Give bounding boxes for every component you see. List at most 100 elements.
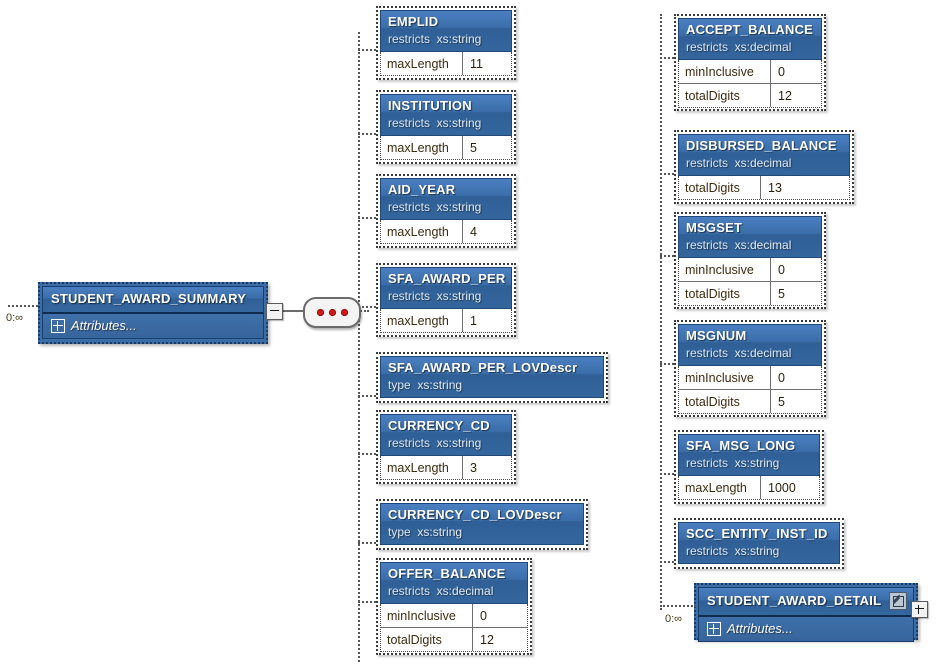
node-name: CURRENCY_CD <box>388 418 490 433</box>
node-type-name: xs:string <box>436 289 482 303</box>
facet-value: 0 <box>778 64 785 79</box>
facet-key: totalDigits <box>679 282 771 305</box>
node-type: restricts xs:string <box>388 31 505 47</box>
branch-connector <box>358 542 376 544</box>
node-relation: restricts <box>388 289 430 303</box>
node-type: restricts xs:decimal <box>686 39 815 55</box>
child-element-header: STUDENT_AWARD_DETAIL <box>698 587 914 617</box>
child-element-attributes-row[interactable]: Attributes... <box>698 617 914 642</box>
node-relation: restricts <box>686 156 728 170</box>
element-student-award-summary[interactable]: STUDENT_AWARD_SUMMARY Attributes... <box>38 282 268 344</box>
node-relation: type <box>388 378 411 392</box>
root-incoming-connector <box>8 305 38 307</box>
facet-value: 5 <box>778 394 785 409</box>
node-type: restricts xs:string <box>388 199 505 215</box>
node-header: CURRENCY_CD restricts xs:string <box>380 414 512 456</box>
node-name: MSGNUM <box>686 328 747 343</box>
facet-value: 1 <box>470 313 477 328</box>
node-header: MSGNUM restricts xs:decimal <box>678 324 822 366</box>
node-relation: restricts <box>388 436 430 450</box>
node-type-name: xs:string <box>436 32 482 46</box>
node-relation: restricts <box>686 346 728 360</box>
element-attributes-row[interactable]: Attributes... <box>42 314 264 339</box>
node-type: restricts xs:string <box>388 115 505 131</box>
child-element-name: STUDENT_AWARD_DETAIL <box>707 593 882 608</box>
node-type: restricts xs:string <box>388 435 505 451</box>
facet-value: 12 <box>778 88 792 103</box>
branch-connector <box>358 453 376 455</box>
node-type-name: xs:decimal <box>734 238 792 252</box>
node-type-name: xs:string <box>436 200 482 214</box>
node-type-name: xs:decimal <box>734 156 792 170</box>
node-type-name: xs:string <box>417 525 463 539</box>
branch-connector <box>660 255 674 257</box>
expand-plus-icon[interactable] <box>911 601 928 618</box>
external-reference-icon[interactable] <box>889 592 907 610</box>
sequence-dot <box>340 309 348 316</box>
branch-connector <box>358 133 376 135</box>
node-type-name: xs:string <box>436 436 482 450</box>
plus-box-icon[interactable] <box>707 621 721 636</box>
element-student-award-detail[interactable]: STUDENT_AWARD_DETAIL Attributes... <box>694 583 918 642</box>
node-type-name: xs:string <box>734 544 780 558</box>
child-incoming-connector <box>660 605 696 607</box>
branch-connector <box>660 173 674 175</box>
node-name: OFFER_BALANCE <box>388 566 506 581</box>
sequence-compositor[interactable] <box>303 297 361 328</box>
node-name: SFA_AWARD_PER_LOVDescr <box>388 360 578 375</box>
facet-value: 13 <box>768 180 782 195</box>
plus-box-icon[interactable] <box>51 318 65 333</box>
branch-connector <box>660 363 674 365</box>
root-to-sequence-connector <box>280 310 304 312</box>
branch-connector <box>358 49 376 51</box>
facet-key: totalDigits <box>679 176 761 199</box>
node-relation: restricts <box>388 200 430 214</box>
node-type: restricts xs:string <box>686 543 833 559</box>
collapse-minus-icon[interactable] <box>266 303 283 320</box>
node-type-name: xs:string <box>734 456 780 470</box>
node-relation: restricts <box>686 40 728 54</box>
node-header: SFA_AWARD_PER restricts xs:string <box>380 267 512 309</box>
facet-key: totalDigits <box>679 390 771 413</box>
facet-key: maxLength <box>381 220 463 243</box>
node-type-name: xs:decimal <box>734 40 792 54</box>
node-type: type xs:string <box>388 524 577 540</box>
node-type-name: xs:decimal <box>734 346 792 360</box>
node-name: MSGSET <box>686 220 743 235</box>
node-name: SFA_AWARD_PER <box>388 271 506 286</box>
